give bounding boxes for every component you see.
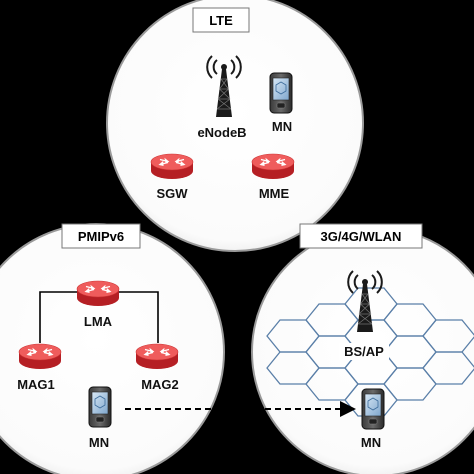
wireless-title: 3G/4G/WLAN	[321, 229, 402, 244]
lma-router-icon	[76, 280, 120, 307]
mag2-label: MAG2	[141, 377, 179, 392]
wireless-mn-mobile-icon	[361, 388, 385, 430]
pmipv6-mn-mobile-icon	[88, 386, 112, 428]
mag2-router-icon	[135, 343, 179, 370]
mag1-label: MAG1	[17, 377, 55, 392]
pmipv6-tunnel-links	[39, 291, 159, 343]
lte-title: LTE	[209, 13, 233, 28]
wireless-mn-label: MN	[361, 435, 381, 450]
pmipv6-title-box: PMIPv6	[61, 223, 141, 249]
lte-cell-circle	[106, 0, 364, 252]
sgw-label: SGW	[156, 186, 188, 201]
mag1-router-icon	[18, 343, 62, 370]
wireless-title-box: 3G/4G/WLAN	[299, 223, 423, 249]
pmipv6-title: PMIPv6	[78, 229, 124, 244]
enodeb-label: eNodeB	[197, 125, 246, 140]
sgw-router-icon	[150, 153, 194, 180]
mme-router-icon	[251, 153, 295, 180]
lte-panel: LTE eNodeB MN SGW MME	[106, 0, 364, 252]
lte-mn-label: MN	[272, 119, 292, 134]
mme-label: MME	[259, 186, 290, 201]
wireless-panel: 3G/4G/WLAN BS/AP MN	[251, 223, 474, 474]
pmipv6-mn-label: MN	[89, 435, 109, 450]
lte-mn-mobile-icon	[269, 72, 293, 114]
pmipv6-panel: PMIPv6 LMA MAG1 MAG2 MN	[0, 223, 225, 474]
lte-title-box: LTE	[192, 7, 250, 33]
lma-label: LMA	[84, 314, 113, 329]
bs-ap-label: BS/AP	[344, 344, 384, 359]
